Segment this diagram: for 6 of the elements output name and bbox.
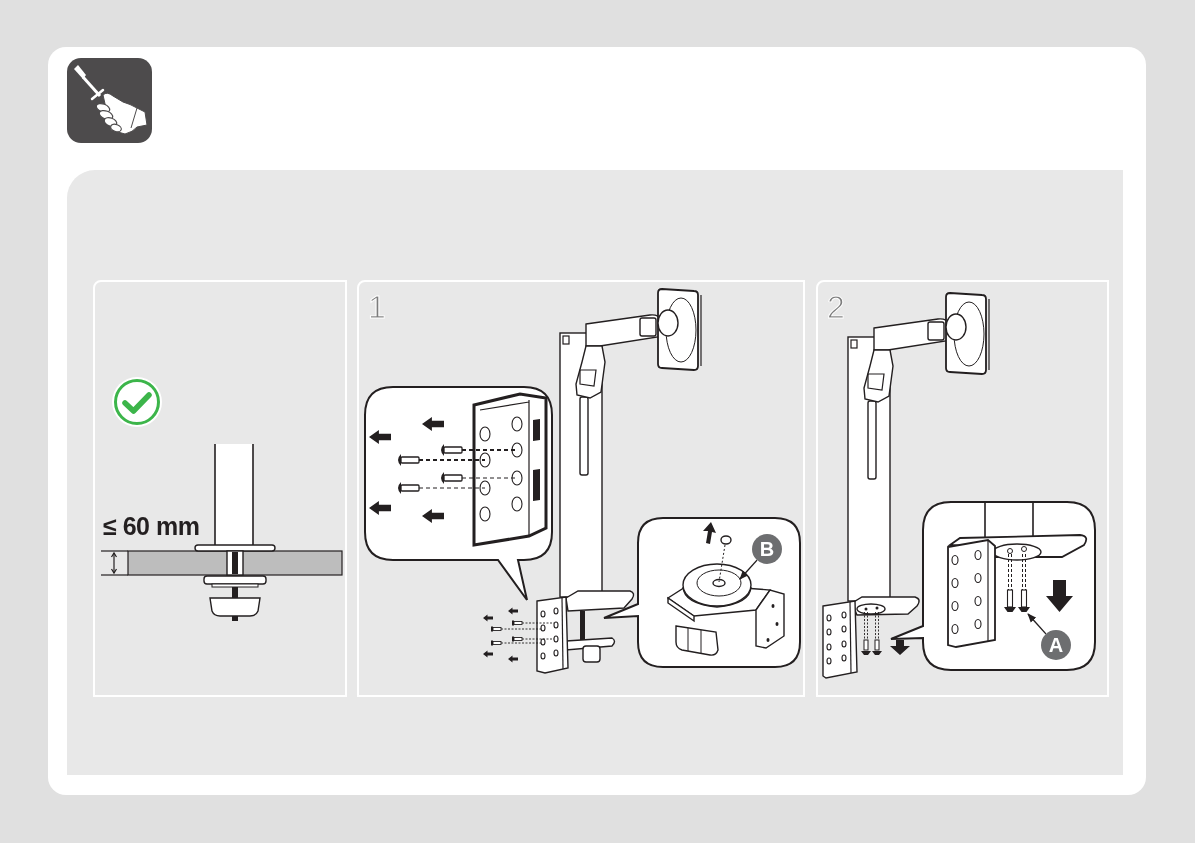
leader-arrow (739, 559, 758, 580)
step-number: 2 (827, 291, 845, 323)
leader-arrow (1027, 613, 1047, 635)
step-number: 1 (368, 291, 386, 323)
dimension-label: ≤ 60 mm (103, 514, 200, 539)
step-panel (93, 280, 347, 697)
